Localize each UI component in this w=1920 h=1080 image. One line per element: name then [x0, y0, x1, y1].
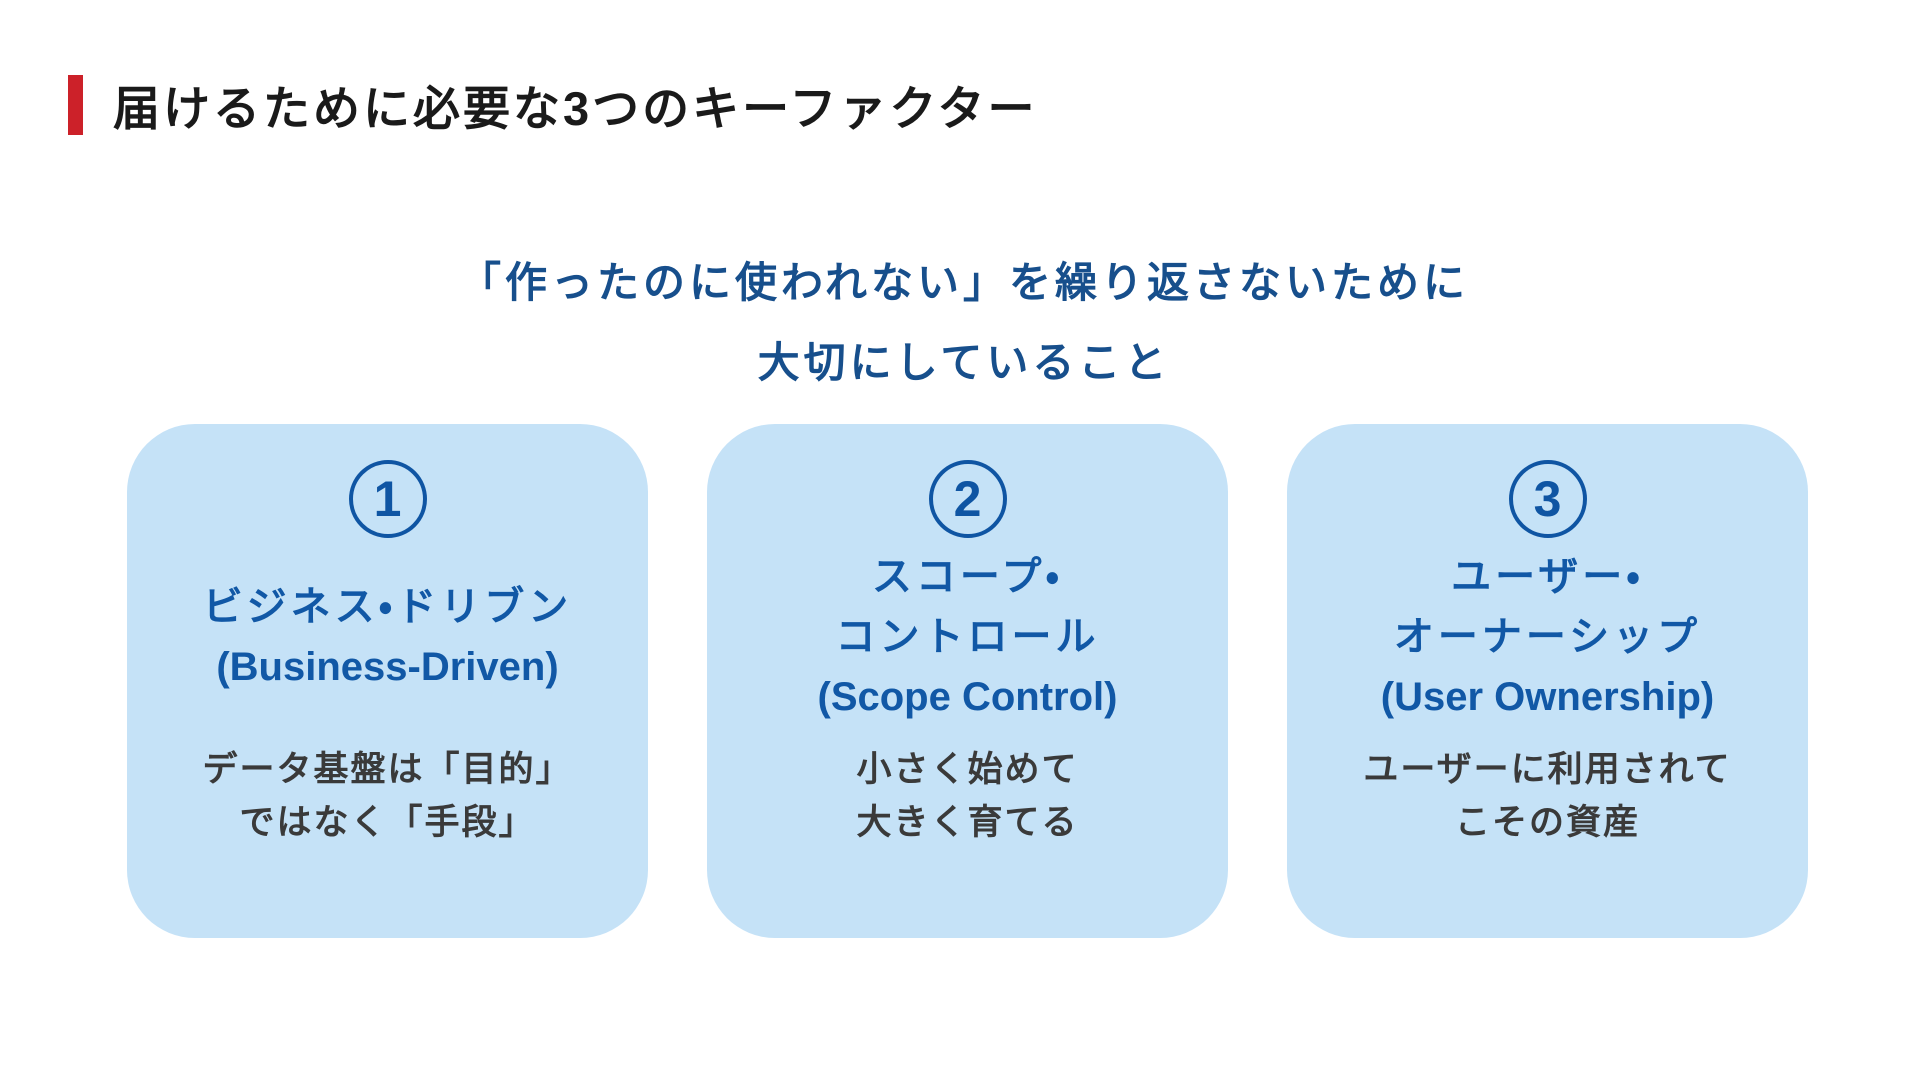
card-1-number: 1	[373, 471, 402, 527]
card-1-body-line-1: データ基盤は「目的」	[202, 750, 573, 789]
subtitle-line-1: 「作ったのに使われない」を繰り返さないために	[459, 259, 1469, 306]
card-2-body-line-2: 大きく育てる	[856, 802, 1079, 842]
card-3-title-jp-line-1: ユーザー・	[1451, 555, 1644, 599]
key-factor-cards: 1 ビジネス・ドリブン (Business-Driven) データ基盤は「目的」…	[127, 424, 1808, 938]
card-2-body: 小さく始めて 大きく育てる	[856, 744, 1078, 849]
key-factor-card-1: 1 ビジネス・ドリブン (Business-Driven) データ基盤は「目的」…	[127, 424, 648, 938]
card-1-title: ビジネス・ドリブン (Business-Driven)	[203, 542, 573, 732]
card-2-number: 2	[953, 471, 982, 527]
card-1-title-en: (Business-Driven)	[216, 645, 559, 689]
subtitle-line-2: 大切にしていること	[757, 338, 1171, 386]
card-2-title: スコープ・ コントロール (Scope Control)	[818, 542, 1118, 732]
card-3-title-en: (User Ownership)	[1380, 675, 1715, 719]
title-row: 届けるために必要な3つのキーファクター	[68, 70, 1037, 139]
card-1-body-line-2: ではなく「手段」	[239, 802, 536, 842]
card-2-title-jp-line-2: コントロール	[835, 615, 1100, 659]
card-1-title-jp: ビジネス・ドリブン	[202, 585, 573, 629]
card-3-title-jp-line-2: オーナーシップ	[1393, 615, 1702, 659]
card-1-body: データ基盤は「目的」 ではなく「手段」	[202, 744, 572, 849]
card-3-body-line-1: ユーザーに利用されて	[1363, 750, 1732, 789]
card-1-number-badge: 1	[348, 460, 427, 538]
card-3-number: 3	[1533, 471, 1562, 527]
card-2-title-en: (Scope Control)	[817, 675, 1118, 719]
card-2-title-jp-line-1: スコープ・	[871, 555, 1064, 599]
title-accent-bar	[68, 74, 83, 135]
subtitle: 「作ったのに使われない」を繰り返さないために 大切にしていること	[120, 243, 1808, 403]
card-3-body: ユーザーに利用されて こその資産	[1363, 744, 1731, 849]
key-factor-card-3: 3 ユーザー・ オーナーシップ (User Ownership) ユーザーに利用…	[1287, 424, 1808, 938]
card-2-body-line-1: 小さく始めて	[856, 750, 1079, 789]
card-3-body-line-2: こその資産	[1454, 802, 1640, 842]
key-factor-card-2: 2 スコープ・ コントロール (Scope Control) 小さく始めて 大き…	[707, 424, 1228, 938]
card-3-number-badge: 3	[1508, 460, 1587, 538]
page-title: 届けるために必要な3つのキーファクター	[113, 82, 1038, 135]
card-2-number-badge: 2	[928, 460, 1007, 538]
card-3-title: ユーザー・ オーナーシップ (User Ownership)	[1381, 542, 1714, 732]
